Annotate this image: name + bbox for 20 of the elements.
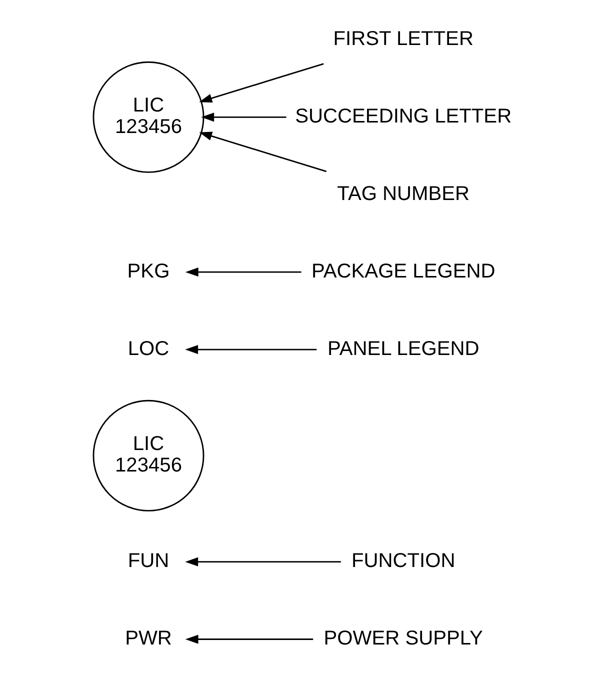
node-text: FUN: [128, 550, 170, 572]
node-circle: LIC 123456: [92, 61, 204, 173]
arrow: [185, 634, 314, 644]
node-text: TAG NUMBER: [337, 182, 470, 205]
node-text: PANEL LEGEND: [327, 338, 480, 360]
node-text: PACKAGE LEGEND: [312, 260, 496, 282]
node-text: PKG: [127, 260, 170, 282]
arrow: [201, 112, 286, 122]
arrow: [185, 345, 317, 354]
node-text: FUNCTION: [352, 550, 456, 572]
node-text: POWER SUPPLY: [324, 628, 483, 650]
node-circle: LIC 123456: [92, 400, 204, 512]
arrow: [185, 268, 302, 277]
node-text: LOC: [128, 338, 170, 360]
arrow: [199, 132, 327, 172]
node-text: PWR: [125, 628, 172, 650]
node-text: FIRST LETTER: [333, 28, 474, 50]
arrow: [199, 63, 324, 103]
arrow: [185, 557, 341, 566]
node-text: SUCCEEDING LETTER: [295, 105, 512, 128]
